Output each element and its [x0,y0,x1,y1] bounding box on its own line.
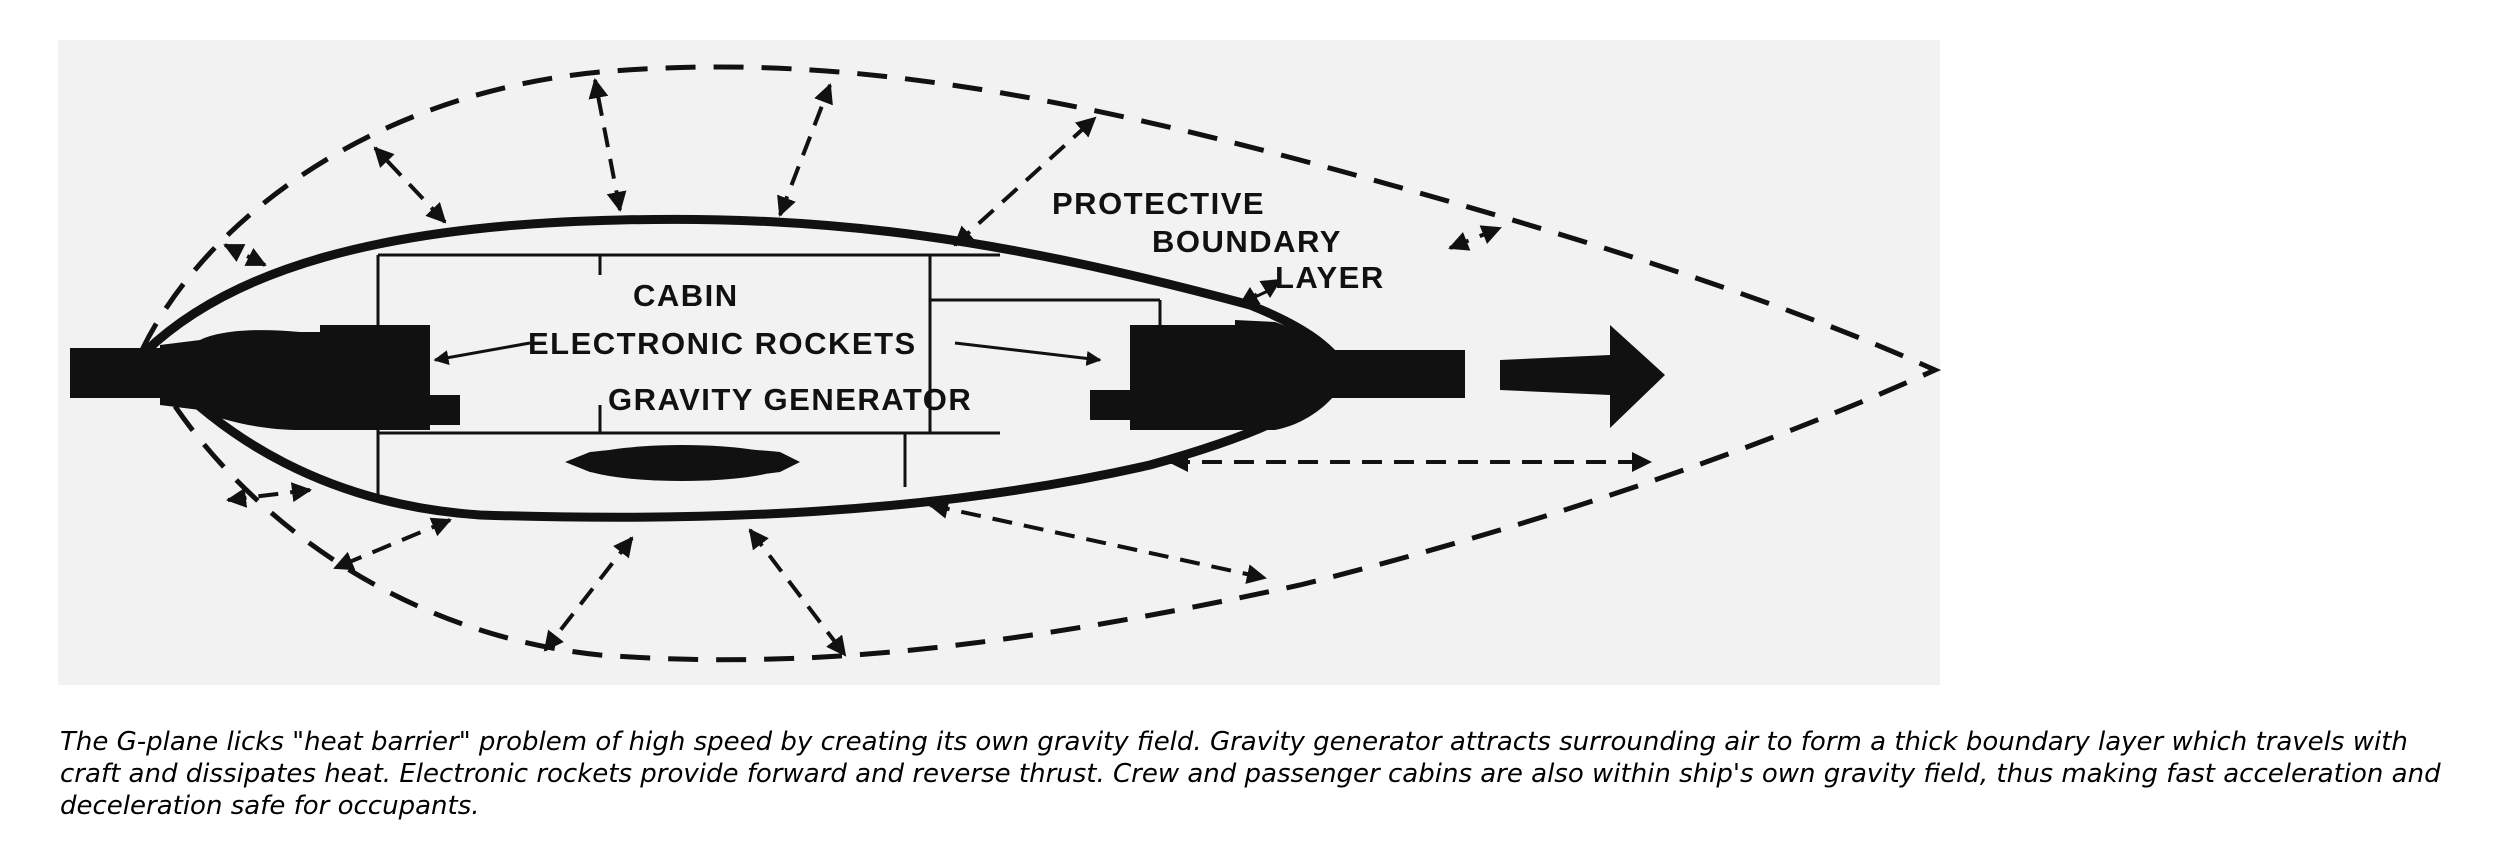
label-cabin: CABIN [633,278,739,313]
field-arrows [223,78,1652,657]
label-electronic-rockets: ELECTRONIC ROCKETS [528,326,917,361]
label-layer: LAYER [1275,260,1385,295]
leader-lines [433,288,1271,366]
g-plane-diagram: PROTECTIVE BOUNDARY LAYER CABIN ELECTRON… [70,64,1942,663]
boundary-layer-envelope [139,64,1942,663]
figure-caption: The G-plane licks "heat barrier" problem… [60,727,2441,821]
nose-rocket [70,325,460,430]
label-boundary: BOUNDARY [1152,224,1342,259]
label-protective: PROTECTIVE [1052,186,1265,221]
label-gravity-generator: GRAVITY GENERATOR [608,382,972,417]
tail-rocket [1090,320,1465,430]
thrust-arrow [1500,325,1665,428]
gravity-generator [565,445,800,481]
